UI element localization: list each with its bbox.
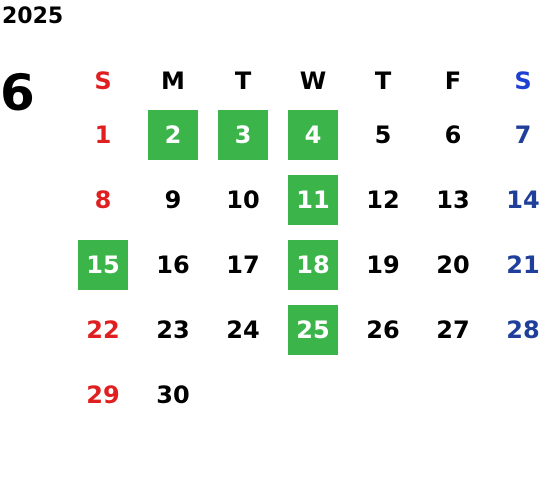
- day-cell[interactable]: 11: [278, 167, 348, 232]
- day-number: 7: [514, 120, 532, 149]
- day-cell[interactable]: 17: [208, 232, 278, 297]
- day-number: [498, 370, 548, 420]
- week-row: 15 16 17 18 19 20 21: [68, 232, 548, 297]
- day-number: 13: [436, 185, 470, 214]
- day-cell[interactable]: 27: [418, 297, 488, 362]
- highlighted-day-number: 2: [148, 109, 198, 160]
- highlighted-day-number: 18: [288, 239, 338, 290]
- weekday-monday: M: [161, 67, 185, 95]
- day-number: 5: [374, 120, 392, 149]
- day-cell[interactable]: 12: [348, 167, 418, 232]
- day-number: 10: [226, 185, 260, 214]
- day-cell[interactable]: 7: [488, 102, 548, 167]
- day-cell[interactable]: 21: [488, 232, 548, 297]
- day-cell[interactable]: 24: [208, 297, 278, 362]
- day-cell[interactable]: 13: [418, 167, 488, 232]
- day-number: 17: [226, 250, 260, 279]
- day-cell[interactable]: 3: [208, 102, 278, 167]
- day-number: 20: [436, 250, 470, 279]
- week-row: 29 30: [68, 362, 548, 427]
- day-number: [358, 370, 408, 420]
- highlighted-day-number: 3: [218, 109, 268, 160]
- day-cell[interactable]: 2: [138, 102, 208, 167]
- day-cell[interactable]: 6: [418, 102, 488, 167]
- day-number: [218, 370, 268, 420]
- day-number: 27: [436, 315, 470, 344]
- day-cell[interactable]: 22: [68, 297, 138, 362]
- day-number: 22: [86, 315, 120, 344]
- weekday-header-row: S M T W T F S: [68, 60, 548, 102]
- day-cell[interactable]: 15: [68, 232, 138, 297]
- day-cell[interactable]: 19: [348, 232, 418, 297]
- day-cell[interactable]: 4: [278, 102, 348, 167]
- day-cell[interactable]: 25: [278, 297, 348, 362]
- weekday-friday: F: [444, 67, 462, 95]
- empty-day-cell: [208, 362, 278, 427]
- highlighted-day-number: 11: [288, 174, 338, 225]
- day-number: 8: [94, 185, 112, 214]
- day-number: 1: [94, 120, 112, 149]
- day-cell[interactable]: 26: [348, 297, 418, 362]
- day-number: 9: [164, 185, 182, 214]
- day-number: 23: [156, 315, 190, 344]
- empty-day-cell: [278, 362, 348, 427]
- day-number: 28: [506, 315, 540, 344]
- day-cell[interactable]: 8: [68, 167, 138, 232]
- week-row: 8 9 10 11 12 13 14: [68, 167, 548, 232]
- month-label: 6: [0, 64, 35, 122]
- day-number: 16: [156, 250, 190, 279]
- day-number: 19: [366, 250, 400, 279]
- day-cell[interactable]: 10: [208, 167, 278, 232]
- day-cell[interactable]: 14: [488, 167, 548, 232]
- day-cell[interactable]: 23: [138, 297, 208, 362]
- weekday-sunday: S: [94, 67, 112, 95]
- weekday-tuesday: T: [234, 67, 252, 95]
- day-number: 21: [506, 250, 540, 279]
- day-cell[interactable]: 5: [348, 102, 418, 167]
- empty-day-cell: [418, 362, 488, 427]
- highlighted-day-number: 4: [288, 109, 338, 160]
- day-cell[interactable]: 9: [138, 167, 208, 232]
- day-number: 29: [86, 380, 120, 409]
- day-number: [288, 370, 338, 420]
- year-label: 2025: [2, 4, 64, 29]
- day-number: 30: [156, 380, 190, 409]
- highlighted-day-number: 25: [288, 304, 338, 355]
- day-cell[interactable]: 20: [418, 232, 488, 297]
- day-number: 6: [444, 120, 462, 149]
- day-number: 26: [366, 315, 400, 344]
- weekday-thursday: T: [374, 67, 392, 95]
- day-number: 12: [366, 185, 400, 214]
- day-number: 24: [226, 315, 260, 344]
- weekday-saturday: S: [514, 67, 532, 95]
- day-cell[interactable]: 16: [138, 232, 208, 297]
- weekday-wednesday: W: [299, 67, 327, 95]
- day-cell[interactable]: 30: [138, 362, 208, 427]
- day-cell[interactable]: 28: [488, 297, 548, 362]
- day-cell[interactable]: 29: [68, 362, 138, 427]
- empty-day-cell: [348, 362, 418, 427]
- day-number: 14: [506, 185, 540, 214]
- empty-day-cell: [488, 362, 548, 427]
- highlighted-day-number: 15: [78, 239, 128, 290]
- day-cell[interactable]: 18: [278, 232, 348, 297]
- day-number: [428, 370, 478, 420]
- week-row: 22 23 24 25 26 27 28: [68, 297, 548, 362]
- day-cell[interactable]: 1: [68, 102, 138, 167]
